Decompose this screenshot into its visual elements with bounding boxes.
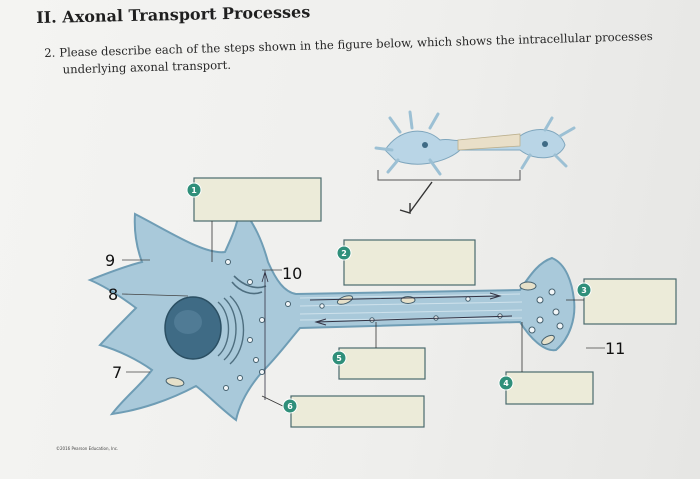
label-9: 9: [105, 251, 115, 270]
answer-box-1[interactable]: [193, 177, 322, 222]
answer-box-3[interactable]: [583, 278, 677, 325]
label-10: 10: [282, 264, 302, 283]
neuron-cell-body: [87, 202, 576, 422]
answer-box-6[interactable]: [290, 395, 425, 428]
badge-3: 3: [576, 282, 592, 298]
answer-box-5[interactable]: [338, 347, 426, 380]
answer-box-2[interactable]: [343, 239, 476, 286]
svg-text:3: 3: [581, 286, 587, 295]
copyright-text: ©2016 Pearson Education, Inc.: [56, 446, 119, 451]
label-7: 7: [112, 363, 122, 382]
svg-text:5: 5: [336, 354, 342, 363]
answer-box-4[interactable]: [505, 371, 594, 405]
svg-text:2: 2: [341, 249, 347, 258]
label-11: 11: [605, 339, 625, 358]
badge-1: 1: [186, 182, 202, 198]
svg-text:6: 6: [287, 402, 293, 411]
badge-6: 6: [282, 398, 298, 414]
badge-4: 4: [498, 375, 514, 391]
inset-neuron-illustration: [374, 110, 576, 214]
svg-text:1: 1: [191, 186, 197, 195]
label-8: 8: [108, 285, 118, 304]
badge-2: 2: [336, 245, 352, 261]
badge-5: 5: [331, 350, 347, 366]
svg-text:4: 4: [503, 379, 509, 388]
